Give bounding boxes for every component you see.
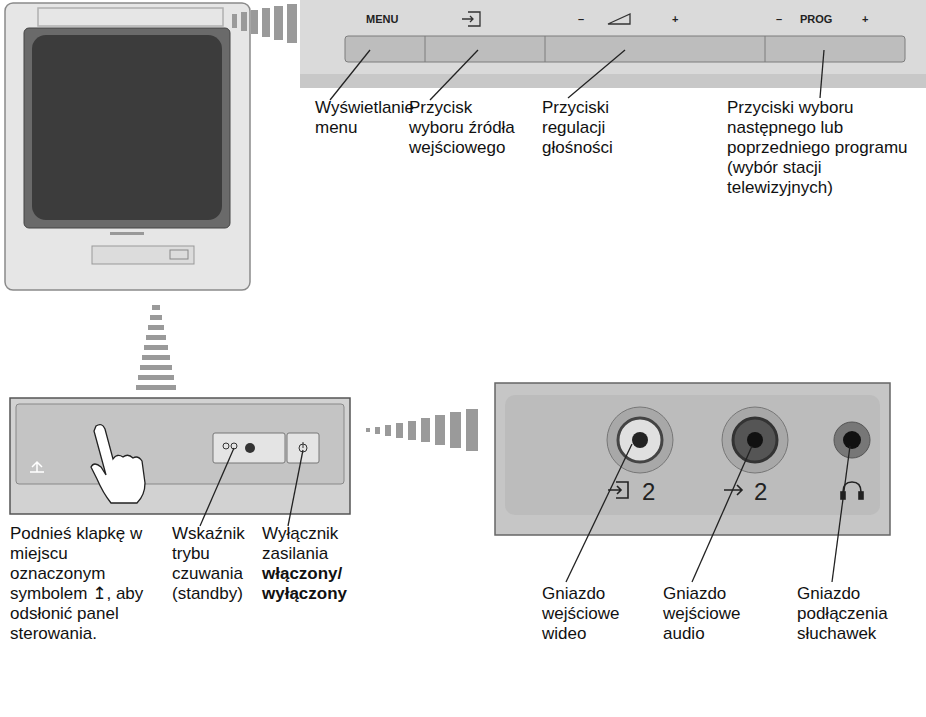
volume-symbol <box>608 14 630 24</box>
fan-bar <box>251 10 258 34</box>
lift-symbol <box>30 462 44 472</box>
fan-bar <box>138 375 174 380</box>
fan-bar <box>408 421 416 440</box>
button-strip-outline <box>38 8 223 26</box>
fan-bar <box>148 325 164 330</box>
video-jack <box>618 418 662 462</box>
fan-bar <box>466 409 478 451</box>
fan-bar <box>140 365 172 370</box>
fan-bar <box>146 335 166 340</box>
jack-panel-photo <box>495 383 890 535</box>
fan-bar <box>421 418 430 442</box>
fan-bar <box>136 385 176 390</box>
leader-line <box>200 448 234 526</box>
fan-bar <box>142 355 170 360</box>
headphone-jack-surround <box>834 422 870 458</box>
tv-flap-buttons <box>170 250 188 259</box>
audio-jack-pin <box>747 432 763 448</box>
callout-label: Wyświetlanie menu <box>315 98 415 138</box>
fan-bar <box>274 6 283 40</box>
fan-bar <box>232 14 237 28</box>
leader-line <box>692 446 752 582</box>
audio-jack-surround <box>722 407 788 473</box>
input-symbol <box>462 12 480 26</box>
tv-flap <box>92 246 194 264</box>
leader-line <box>832 446 850 582</box>
control-panel-photo <box>10 398 350 514</box>
button-divider <box>425 36 426 62</box>
leader-line <box>566 444 632 582</box>
standby-symbol <box>223 443 229 449</box>
leader-line <box>568 50 625 98</box>
zoom-fan-bottom <box>136 305 176 390</box>
jack-panel-inset <box>505 395 880 515</box>
fan-bar <box>435 415 445 445</box>
leader-line <box>288 450 303 526</box>
jack-number: 2 <box>754 479 767 505</box>
panel-button-text: PROG <box>800 13 832 25</box>
video-jack-pin <box>632 432 648 448</box>
callout-label: Gniazdo wejściowe audio <box>663 584 763 644</box>
video-input-symbol <box>608 482 628 498</box>
lift-arrow <box>30 462 44 472</box>
fan-bar <box>152 305 160 310</box>
callout-label: Gniazdo wejściowe wideo <box>542 584 642 644</box>
video-jack-surround <box>607 407 673 473</box>
leader-line <box>330 50 370 100</box>
button-panel-photo <box>300 0 926 88</box>
callout-label: Przyciski regulacji głośności <box>542 98 638 158</box>
fan-bar <box>262 8 270 37</box>
callout-label: Gniazdo podłączenia słuchawek <box>797 584 907 644</box>
fan-bar <box>375 427 380 434</box>
callout-label: Wyłącznik zasilania <box>262 524 358 564</box>
hand-drawing <box>91 425 145 503</box>
leader-lines-top <box>330 50 824 100</box>
zoom-fan-right <box>366 409 478 451</box>
headphone-symbol-cup <box>859 492 863 499</box>
tv-body <box>5 3 250 290</box>
control-flap <box>16 404 344 484</box>
fan-bar <box>144 345 168 350</box>
panel-button-text: MENU <box>366 13 398 25</box>
leader-lines-right <box>566 444 850 582</box>
tv-screen <box>32 35 222 220</box>
panel-button-text: – <box>578 13 584 25</box>
input-symbol-arrow <box>462 16 473 22</box>
panel-button-text: + <box>862 13 868 25</box>
button-divider <box>545 36 546 62</box>
panel-edge <box>300 74 926 88</box>
fan-bar <box>241 12 247 31</box>
fan-bar <box>450 412 461 448</box>
callout-label: Przyciski wyboru następnego lub poprzedn… <box>727 98 917 198</box>
callout-label: Przycisk wyboru źródła wejściowego <box>409 98 525 158</box>
button-row <box>345 36 905 62</box>
power-button <box>287 433 319 463</box>
fan-bar <box>150 315 162 320</box>
fan-bar <box>287 4 297 43</box>
callout-label: Wskaźnik trybu czuwania (standby) <box>172 524 258 604</box>
zoom-fan-top <box>232 4 297 43</box>
leader-line <box>430 50 478 100</box>
leader-lines-bottom <box>200 448 303 526</box>
fan-bar <box>385 425 391 436</box>
headphone-jack <box>843 431 861 449</box>
callout-label: Podnieś klapkę w miejscu oznaczonym symb… <box>10 524 160 644</box>
tv-logo <box>110 232 144 235</box>
audio-jack <box>733 418 777 462</box>
fan-bar <box>366 428 370 432</box>
button-divider <box>765 36 766 62</box>
screen-bezel <box>24 28 230 228</box>
standby-indicator-box <box>213 433 285 463</box>
callout-label-bold: włączony/ wyłączony <box>262 564 358 604</box>
fan-bar <box>396 423 403 438</box>
panel-button-text: + <box>672 13 678 25</box>
panel-button-text: – <box>776 13 782 25</box>
jack-number: 2 <box>642 479 655 505</box>
leader-line <box>820 50 824 98</box>
power-symbol-bar <box>303 442 304 448</box>
standby-led <box>245 443 255 453</box>
